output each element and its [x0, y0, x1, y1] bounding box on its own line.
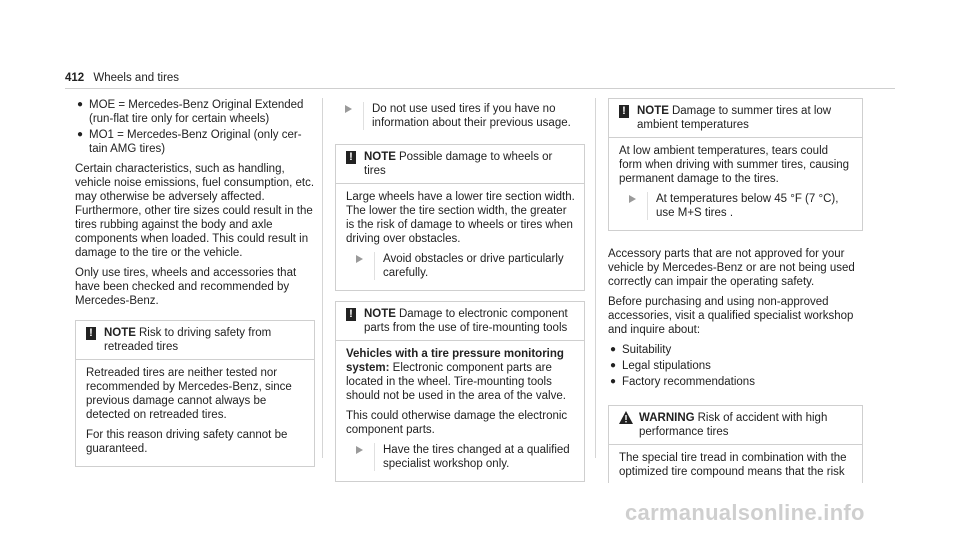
paragraph-text: Electronic component parts are located i… [346, 362, 566, 402]
note-icon: ! [86, 327, 96, 340]
warning-triangle-icon [619, 411, 633, 424]
instruction-text: At temperatures below 45 °F (7 °C), use … [656, 193, 839, 219]
note-title: Possible damage to wheels or tires [364, 151, 553, 177]
instruction-text: Have the tires changed at a qualified sp… [383, 444, 570, 470]
list-item: ●MO1 = Mercedes-Benz Original (only cer­… [77, 129, 302, 155]
list-item: ●Factory recommendations [610, 376, 755, 388]
instruction-text: Do not use used tires if you have no inf… [372, 103, 571, 129]
page-number: 412 [65, 72, 85, 84]
note-keyword: NOTE [364, 151, 396, 163]
warning-title: Risk of accident with high performance t… [639, 412, 828, 438]
paragraph: Vehicles with a tire pressure monitoring… [346, 347, 576, 403]
warning-body: The special tire tread in combination wi… [609, 444, 862, 483]
column-middle: Do not use used tires if you have no inf… [335, 98, 585, 492]
tire-code-list: ●MOE = Mercedes-Benz Original Extended (… [75, 98, 315, 156]
paragraph: Accessory parts that are not approved fo… [608, 248, 855, 288]
page-header: 412 Wheels and tires [65, 72, 179, 84]
note-body: At low ambient temperatures, tears could… [609, 137, 862, 230]
note-body: Retreaded tires are neither tested nor r… [76, 359, 314, 466]
column-divider [595, 98, 596, 458]
note-keyword: NOTE [637, 105, 669, 117]
paragraph: Certain characteristics, such as handlin… [75, 163, 315, 259]
paragraph: For this reason driving safety cannot be… [86, 429, 288, 455]
paragraph: Retreaded tires are neither tested nor r… [86, 367, 292, 421]
note-icon: ! [346, 151, 356, 164]
note-icon: ! [346, 308, 356, 321]
paragraph: This could otherwise damage the electron… [346, 410, 568, 436]
column-left: ●MOE = Mercedes-Benz Original Extended (… [75, 98, 315, 477]
note-body: Vehicles with a tire pressure monitoring… [336, 340, 584, 481]
note-title: Damage to electronic component parts fro… [364, 308, 568, 334]
arrow-icon [345, 105, 352, 113]
paragraph: Before purchasing and using non-approved… [608, 296, 854, 336]
paragraph: Only use tires, wheels and accessories t… [75, 267, 297, 307]
arrow-icon [629, 195, 636, 203]
note-title: Risk to driving safety from retrea­ded t… [104, 327, 272, 353]
arrow-icon [356, 446, 363, 454]
note-keyword: NOTE [104, 327, 136, 339]
header-rule [65, 88, 895, 89]
list-item: ●MOE = Mercedes-Benz Original Extended (… [77, 99, 304, 125]
note-icon: ! [619, 105, 629, 118]
bold-lead: Vehicles with a tire pressure monitoring… [346, 348, 564, 374]
note-keyword: NOTE [364, 308, 396, 320]
note-body: Large wheels have a lower tire section w… [336, 183, 584, 290]
paragraph: At low ambient temperatures, tears could… [619, 145, 850, 185]
arrow-icon [356, 255, 363, 263]
instruction: Avoid obstacles or drive particularly ca… [346, 252, 576, 280]
list-item: ●Legal stipulations [610, 360, 711, 372]
instruction: At temperatures below 45 °F (7 °C), use … [619, 192, 854, 220]
instruction: Do not use used tires if you have no inf… [335, 102, 585, 130]
warning-keyword: WARNING [639, 412, 695, 424]
paragraph: Large wheels have a lower tire section w… [346, 191, 575, 245]
instruction: Have the tires changed at a qualified sp… [346, 443, 576, 471]
paragraph: The special tire tread in combination wi… [619, 452, 847, 478]
column-divider [322, 98, 323, 458]
list-item: ●Suitability [610, 344, 672, 356]
instruction-text: Avoid obstacles or drive particularly ca… [383, 253, 564, 279]
note-title: Damage to summer tires at low ambient te… [637, 105, 832, 131]
section-title: Wheels and tires [93, 72, 180, 84]
watermark: carmanualsonline.info [625, 500, 865, 525]
inquiry-list: ●Suitability ●Legal stipulations ●Factor… [608, 343, 863, 389]
